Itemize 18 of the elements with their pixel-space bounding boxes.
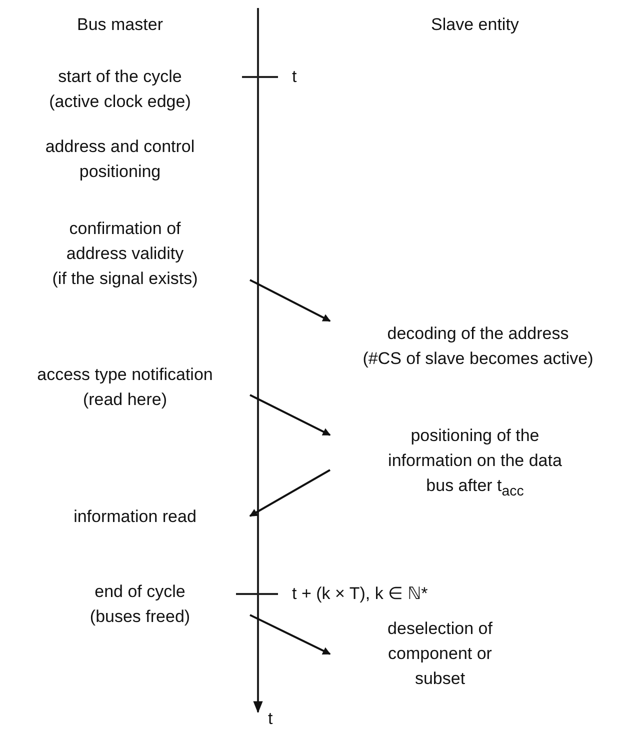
event-text: start of the cycle (active clock edge) <box>0 64 240 114</box>
arrow <box>250 614 331 655</box>
axis-label: t <box>268 708 273 730</box>
event-text: end of cycle (buses freed) <box>30 579 250 629</box>
event-text: address and control positioning <box>0 134 240 184</box>
arrow <box>249 469 330 517</box>
column-heading: Bus master <box>77 14 163 36</box>
event-text: information read <box>20 504 250 529</box>
event-text: confirmation of address validity (if the signal exists) <box>0 216 250 291</box>
event-text: positioning of the information on the data bus after t$_{acc}$ <box>330 423 620 504</box>
arrow <box>250 279 331 322</box>
event-text: deselection of component or subset <box>330 616 550 691</box>
arrow <box>250 394 331 436</box>
event-text: access type notification (read here) <box>0 362 250 412</box>
event-text: decoding of the address (#CS of slave becomes active) <box>330 321 626 371</box>
time-label: t <box>292 66 297 88</box>
column-heading: Slave entity <box>431 14 519 36</box>
time-label: t + (k × T), k ∈ ℕ* <box>292 583 428 605</box>
